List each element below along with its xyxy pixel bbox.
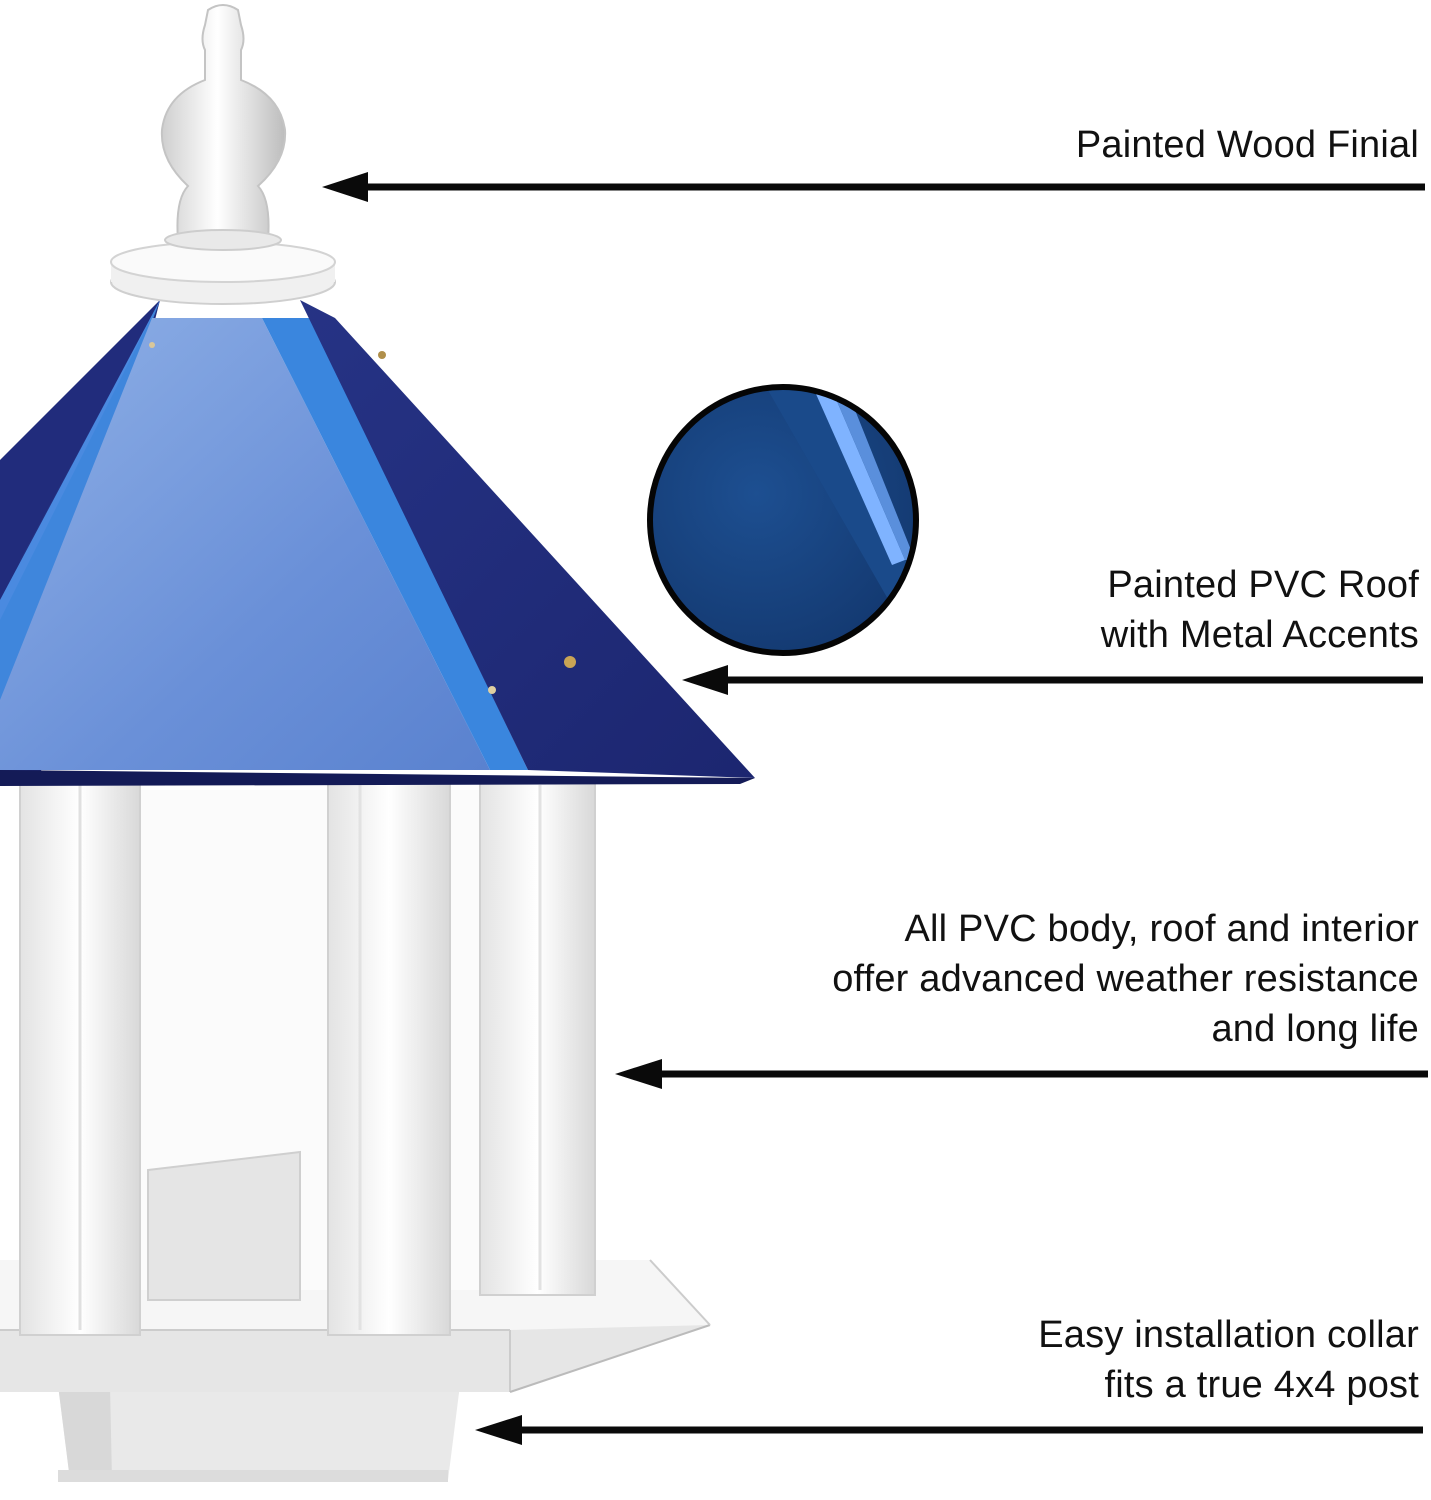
arrows	[322, 172, 1428, 1445]
arrow-body	[615, 1059, 1428, 1089]
callout-finial: Painted Wood Finial	[1076, 120, 1419, 170]
wood-finial	[110, 4, 336, 305]
callout-body-line-1: All PVC body, roof and interior	[904, 908, 1419, 950]
hexagonal-roof	[0, 300, 755, 786]
callout-roof-line-2: with Metal Accents	[1100, 614, 1419, 656]
arrow-finial	[322, 172, 1425, 202]
seed-divider	[147, 1150, 301, 1301]
callout-body: All PVC body, roof and interior offer ad…	[832, 904, 1419, 1054]
callout-roof-line-1: Painted PVC Roof	[1107, 564, 1419, 606]
mounting-collar	[58, 1385, 460, 1482]
roof-color-swatch	[647, 384, 919, 656]
callout-body-line-2: offer advanced weather resistance	[832, 958, 1419, 1000]
arrow-collar	[475, 1415, 1423, 1445]
callout-finial-line-1: Painted Wood Finial	[1075, 124, 1419, 166]
arrow-roof	[682, 665, 1423, 695]
posts	[19, 774, 596, 1336]
callout-body-line-3: and long life	[1211, 1008, 1419, 1050]
callout-collar-line-1: Easy installation collar	[1038, 1314, 1419, 1356]
callout-roof: Painted PVC Roof with Metal Accents	[1101, 560, 1419, 660]
callout-collar: Easy installation collar fits a true 4x4…	[1038, 1310, 1419, 1410]
callout-collar-line-2: fits a true 4x4 post	[1104, 1364, 1419, 1406]
bird-feeder-illustration	[0, 4, 755, 1482]
